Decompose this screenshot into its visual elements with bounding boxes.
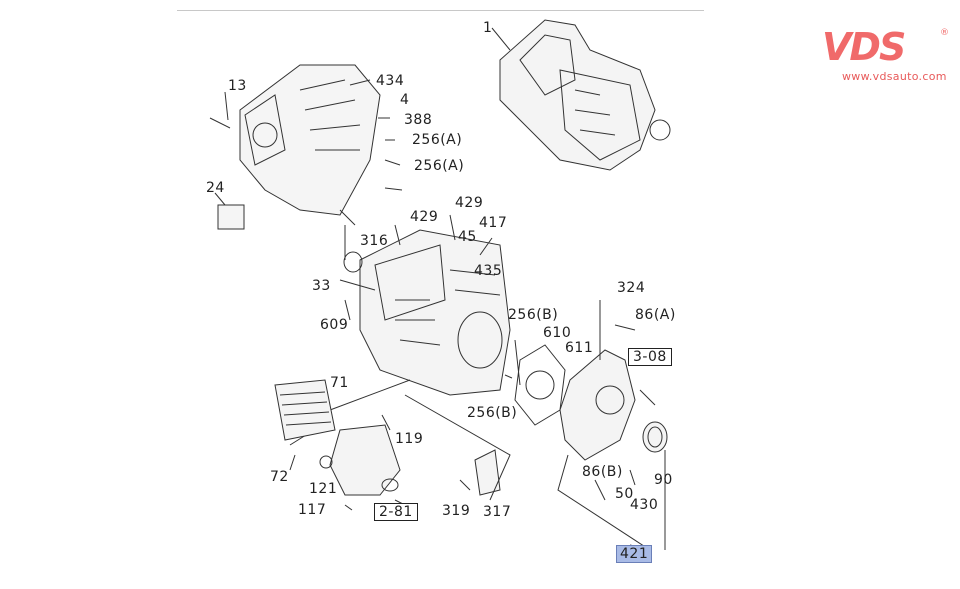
callout-13[interactable]: 13	[228, 78, 247, 94]
callout-319[interactable]: 319	[442, 503, 471, 519]
transmission-assembly	[491, 19, 671, 171]
callout-317[interactable]: 317	[483, 504, 512, 520]
callout-121[interactable]: 121	[309, 481, 338, 497]
callout-324[interactable]: 324	[617, 280, 646, 296]
reference-3-08[interactable]: 3-08	[628, 348, 672, 366]
callout-421-highlighted[interactable]: 421	[616, 545, 653, 563]
callout-417[interactable]: 417	[479, 215, 508, 231]
registered-mark: ®	[940, 28, 949, 38]
top-divider	[177, 10, 704, 11]
callout-429[interactable]: 429	[455, 195, 484, 211]
lower-parts	[274, 379, 511, 511]
callout-72[interactable]: 72	[270, 469, 289, 485]
callout-4[interactable]: 4	[400, 92, 410, 108]
callout-430[interactable]: 430	[630, 497, 659, 513]
callout-33[interactable]: 33	[312, 278, 331, 294]
callout-71[interactable]: 71	[330, 375, 349, 391]
callout-435[interactable]: 435	[474, 263, 503, 279]
callout-45[interactable]: 45	[458, 229, 477, 245]
vds-logo: VDS ® www.vdsauto.com	[822, 25, 949, 83]
callout-119[interactable]: 119	[395, 431, 424, 447]
callout-256b[interactable]: 256(B)	[508, 307, 559, 323]
callout-316[interactable]: 316	[360, 233, 389, 249]
callout-609[interactable]: 609	[320, 317, 349, 333]
transmission-case	[289, 214, 511, 446]
logo-url: www.vdsauto.com	[842, 70, 947, 83]
callout-90[interactable]: 90	[654, 472, 673, 488]
callout-50[interactable]: 50	[615, 486, 634, 502]
callout-610[interactable]: 610	[543, 325, 572, 341]
callout-24[interactable]: 24	[206, 180, 225, 196]
callout-611[interactable]: 611	[565, 340, 594, 356]
callout-86a[interactable]: 86(A)	[635, 307, 676, 323]
reference-2-81[interactable]: 2-81	[374, 503, 418, 521]
callout-86b[interactable]: 86(B)	[582, 464, 623, 480]
callout-1[interactable]: 1	[483, 20, 493, 36]
callout-434[interactable]: 434	[376, 73, 405, 89]
callout-256b[interactable]: 256(B)	[467, 405, 518, 421]
callout-117[interactable]: 117	[298, 502, 327, 518]
logo-mark: VDS	[822, 25, 906, 69]
callout-256a[interactable]: 256(A)	[412, 132, 463, 148]
callout-256a[interactable]: 256(A)	[414, 158, 465, 174]
clutch-housing	[209, 64, 403, 260]
rear-cover	[557, 300, 668, 551]
callout-388[interactable]: 388	[404, 112, 433, 128]
callout-429[interactable]: 429	[410, 209, 439, 225]
